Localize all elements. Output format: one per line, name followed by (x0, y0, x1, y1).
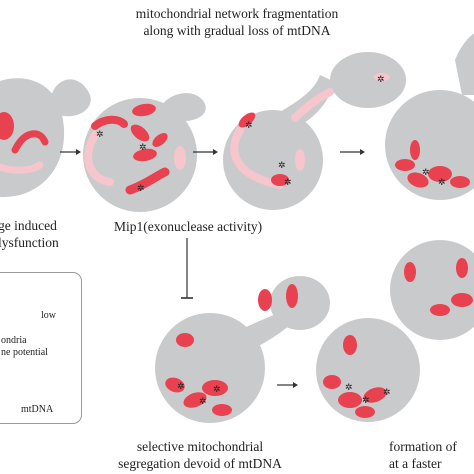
arrow-step-2 (193, 149, 218, 155)
mito-fragment (410, 140, 420, 160)
mito-fragment (212, 404, 232, 416)
mtdna-marker: ✲ (177, 381, 185, 391)
mito-fragment (456, 258, 468, 278)
mito-tubular (91, 115, 128, 130)
inhibition-arrow (181, 238, 193, 299)
legend-mito-label-line-1: ondria (1, 335, 27, 346)
mito-fragment (430, 304, 450, 316)
mito-fragment (238, 112, 256, 128)
mito-fragment (152, 133, 168, 147)
bottom-right-caption-line-1: formation of (389, 439, 457, 454)
mito-fragment (133, 148, 157, 162)
cell-fragmenting: ✲ ✲ ✲ (83, 93, 206, 212)
mito-fragment (271, 174, 289, 186)
mito-fragment (355, 406, 375, 418)
bottom-right-caption-line-2: at a faster (389, 456, 442, 471)
arrow-step-3 (340, 149, 365, 155)
legend-low-label: low (41, 310, 56, 321)
mito-fragment (343, 335, 357, 355)
mito-fragment (404, 262, 416, 282)
legend-mito-label-line-2: ne potential (1, 347, 48, 358)
mito-tubular (230, 126, 284, 189)
cell-selective-segregation: ✲ ✲ ✲ (155, 276, 330, 423)
mtdna-marker: ✲ (245, 120, 253, 130)
mito-fragment (450, 176, 470, 188)
mito-tubular (0, 161, 44, 174)
mito-fragment (176, 333, 194, 347)
mtdna-marker: ✲ (383, 387, 391, 397)
mito-fragment (428, 166, 452, 182)
arrow-step-1 (60, 149, 81, 155)
mtdna-marker: ✲ (345, 382, 353, 392)
mtdna-marker: ✲ (438, 177, 446, 187)
mtdna-marker: ✲ (278, 160, 286, 170)
mito-fragment (451, 293, 473, 307)
bottom-center-caption-line-1: selective mitochondrial (136, 439, 264, 454)
mito-fragment (174, 146, 186, 170)
mtdna-marker: ✲ (96, 129, 104, 139)
mito-fragment (132, 103, 156, 117)
mtdna-marker: ✲ (213, 384, 221, 394)
left-caption-line-1: ge induced (0, 218, 57, 233)
mito-fragment (363, 387, 387, 403)
mtdna-marker: ✲ (362, 395, 370, 405)
bottom-center-caption-line-2: segregation devoid of mtDNA (118, 456, 282, 471)
mito-tubular (84, 131, 114, 186)
mtdna-marker: ✲ (139, 142, 147, 152)
mtdna-marker: ✲ (377, 74, 385, 84)
legend-mtdna-label: mtDNA (21, 404, 54, 415)
title-line-1: mitochondrial network fragmentation (135, 6, 339, 21)
arrow-step-4 (277, 382, 298, 388)
mito-tubular (125, 167, 170, 195)
legend-box: low ondria ne potential mtDNA (0, 272, 82, 424)
mito-fragment (202, 380, 228, 396)
mito-fragment (395, 159, 415, 171)
mito-fragment (258, 289, 272, 311)
mito-fragment (323, 375, 341, 389)
cell-right-top: ✲ ✲ (385, 33, 474, 200)
mtdna-marker: ✲ (422, 167, 430, 177)
mito-fragment (183, 392, 207, 408)
mito-fragment (165, 377, 185, 393)
cell-budding: ✲ ✲ ✲ ✲ (223, 52, 406, 210)
mito-fragment (374, 73, 390, 81)
mito-fragment (338, 392, 362, 408)
mip1-label: Mip1(exonuclease activity) (114, 219, 263, 234)
mtdna-marker: ✲ (199, 396, 207, 406)
mtdna-marker: ✲ (137, 183, 145, 193)
mito-fragment (130, 124, 150, 142)
cell-initial (0, 78, 91, 198)
title-line-2: along with gradual loss of mtDNA (143, 23, 331, 38)
mito-fragment (295, 149, 305, 171)
mito-fragment (286, 284, 298, 308)
mtdna-marker: ✲ (284, 177, 292, 187)
cell-bottom-right: ✲ ✲ ✲ (316, 240, 474, 422)
mito-tubular (11, 130, 49, 154)
mito-high-potential (0, 112, 14, 140)
left-caption-line-2: lysfunction (0, 235, 59, 250)
mito-fragment (407, 172, 429, 188)
mito-tubular (291, 88, 334, 122)
